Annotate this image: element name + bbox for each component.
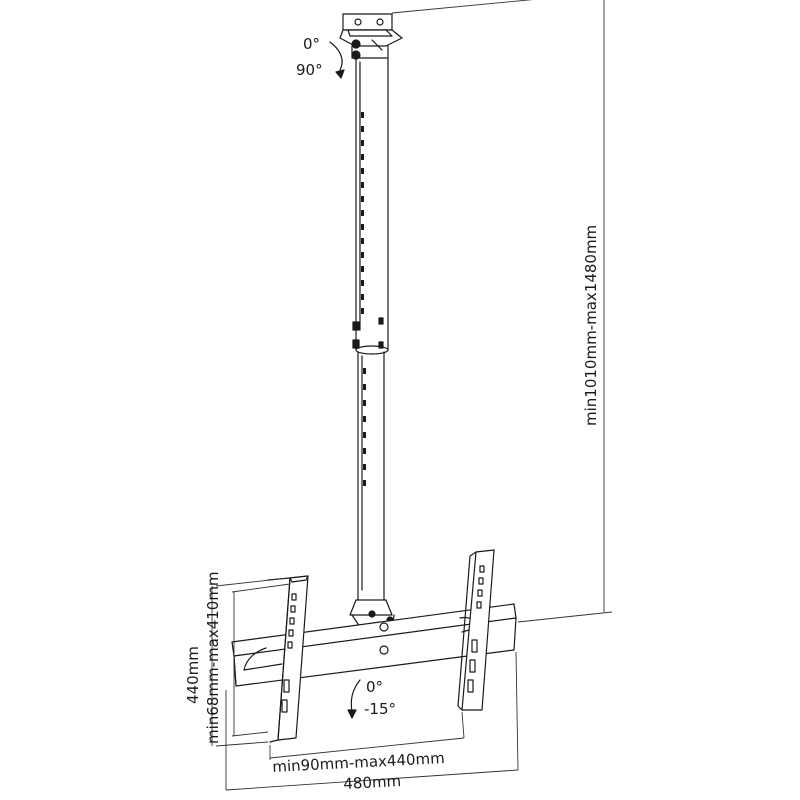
left-arm-holes	[281, 593, 297, 713]
ceiling-bracket	[339, 13, 403, 60]
tilt-bottom-neg-label: -15°	[364, 700, 396, 718]
tilt-joint	[349, 599, 395, 631]
tilt-top-zero-label: 0°	[303, 35, 321, 53]
right-arm-holes	[467, 565, 485, 693]
tilt-arrow	[350, 679, 361, 713]
upper-pole-holes	[361, 112, 364, 314]
plate-height-label: 440mm	[184, 646, 202, 704]
tilt-top-ninety-label: 90°	[296, 61, 323, 79]
tilt-bottom-zero-label: 0°	[366, 678, 384, 696]
height-range-label: min1010mm-max1480mm	[582, 224, 600, 426]
plate-width-label: 480mm	[342, 771, 402, 793]
dimension-lines	[211, 0, 613, 791]
upper-pole	[352, 57, 389, 355]
left-arm	[267, 575, 309, 743]
lower-pole	[357, 351, 385, 601]
lower-pole-holes	[363, 368, 366, 486]
rotation-arrow	[329, 41, 343, 71]
vertical-hole-range-label: min68mm-max410mm	[204, 571, 222, 744]
